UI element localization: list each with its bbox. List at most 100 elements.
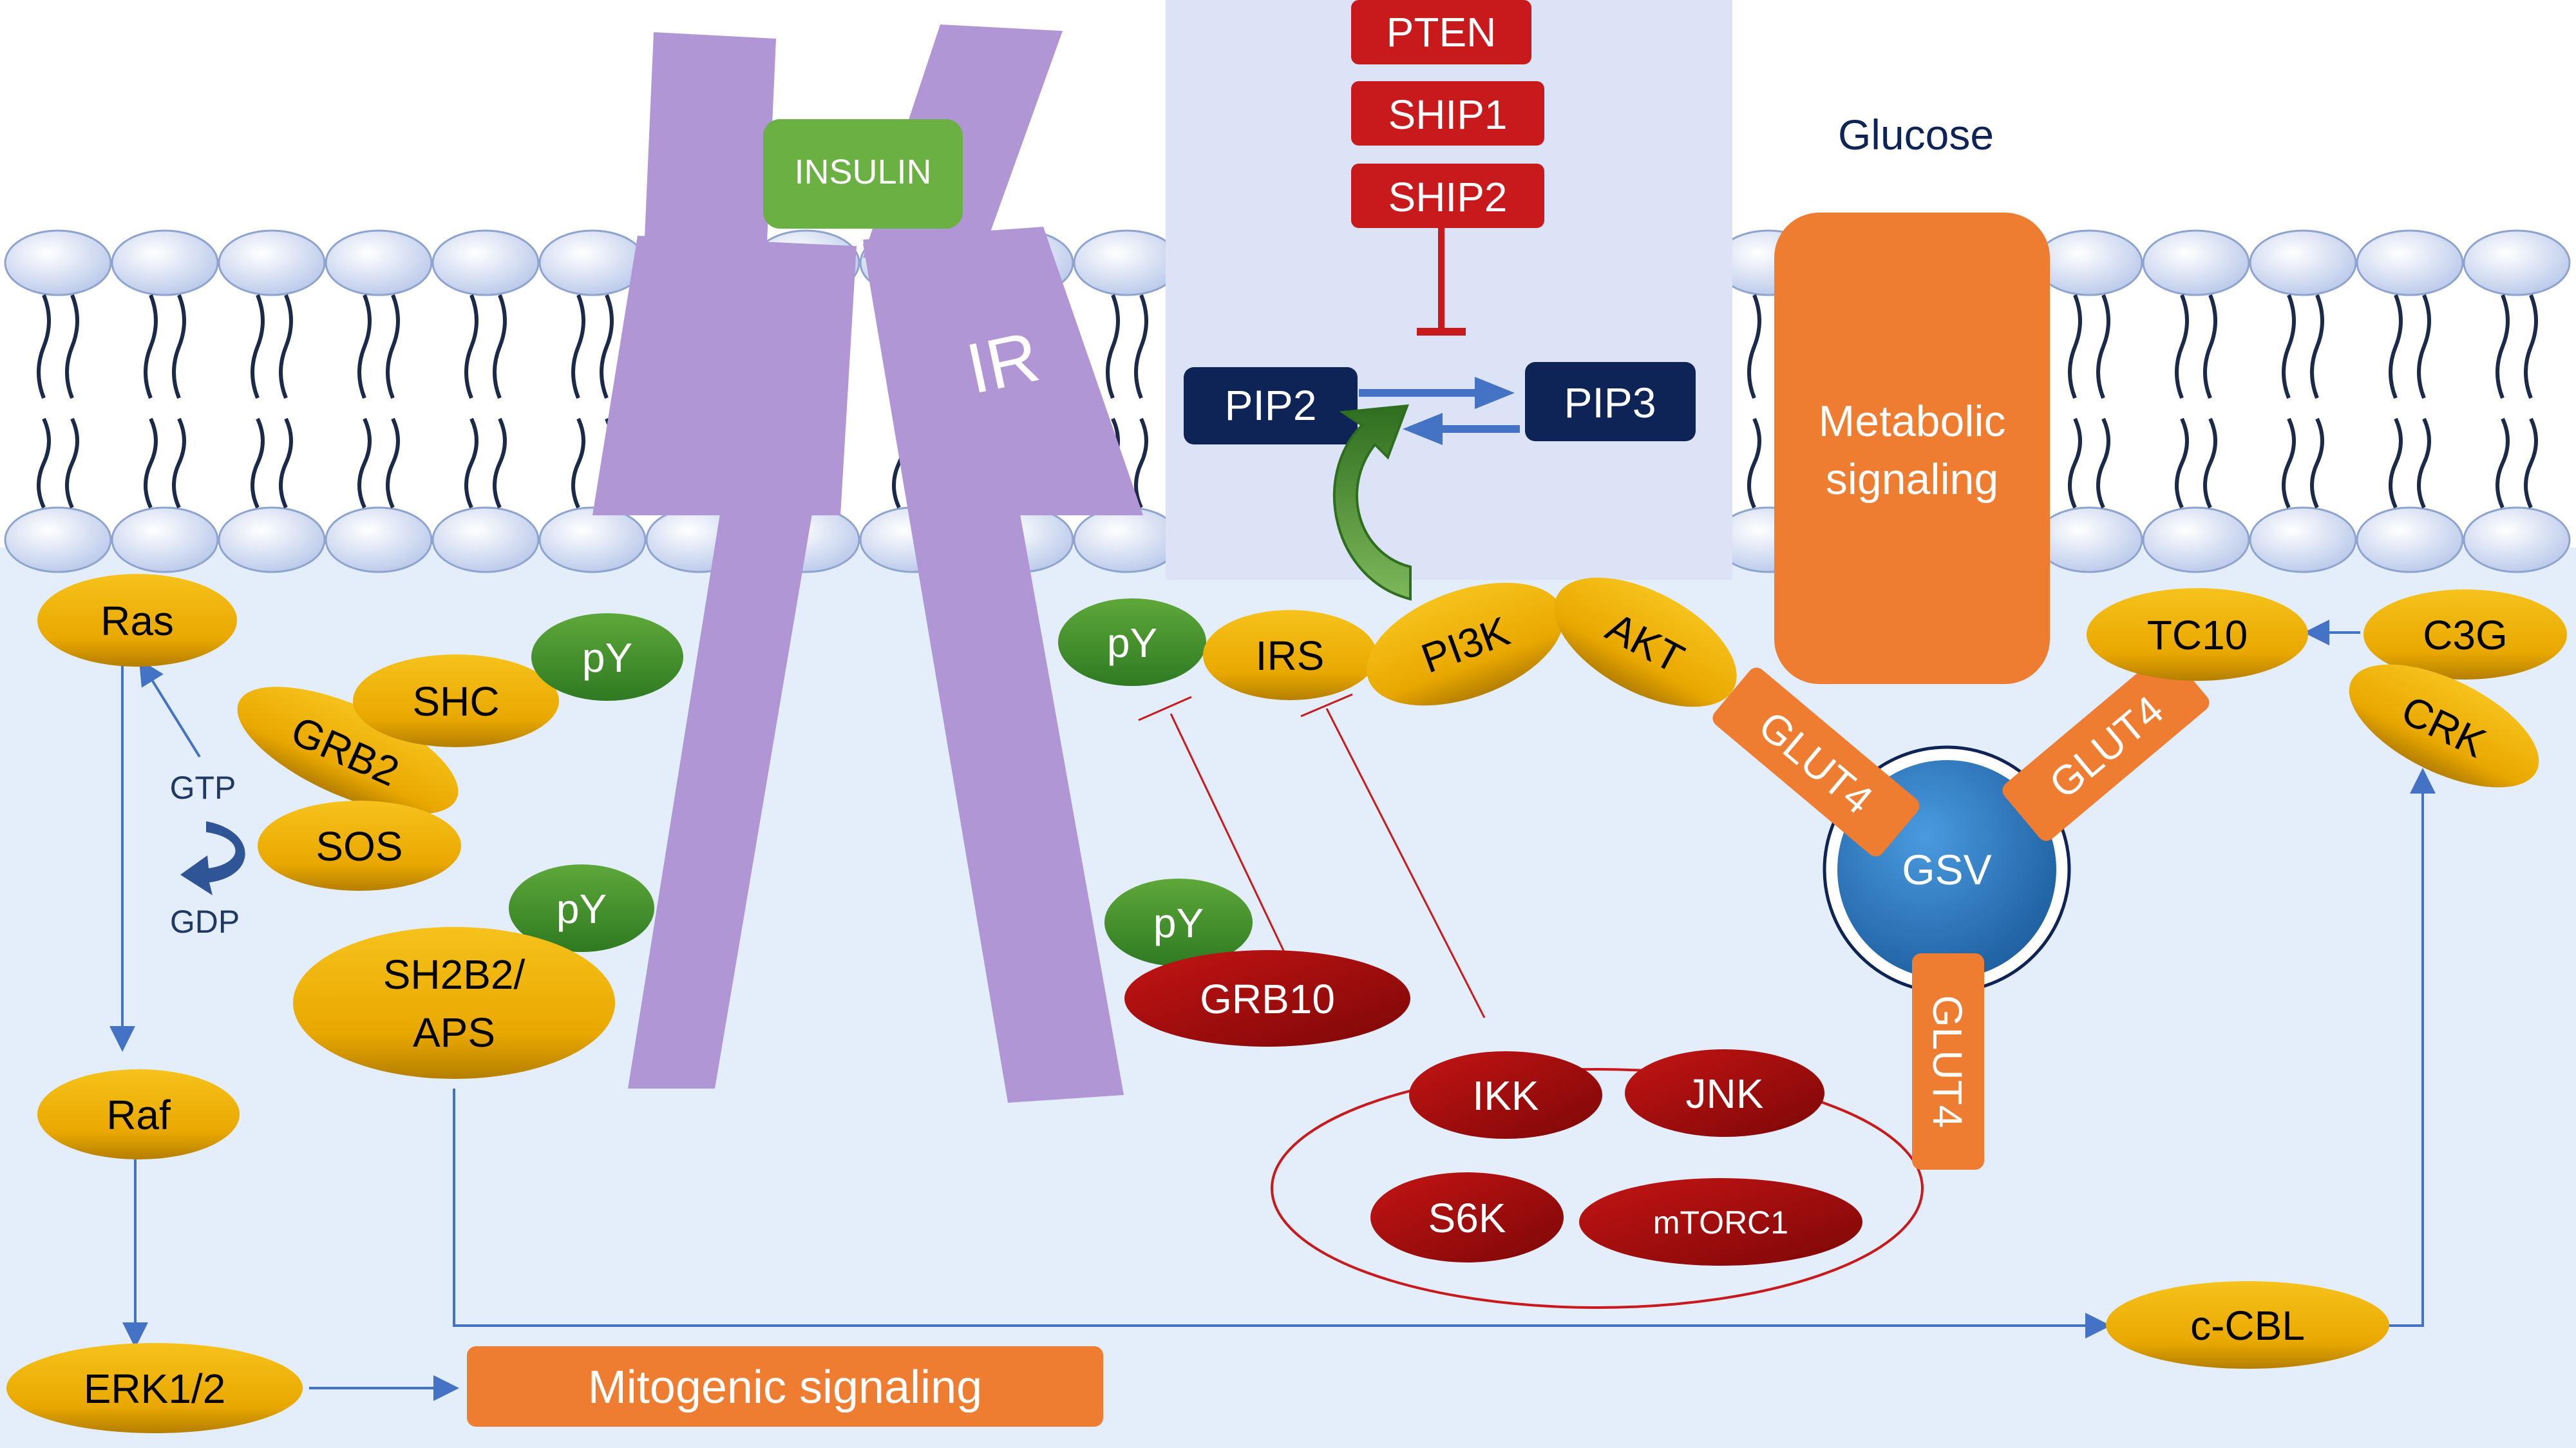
lipid-tail xyxy=(2203,417,2217,509)
pip3-to-pip2-arrowhead xyxy=(1403,413,1443,445)
crk-protein xyxy=(2349,664,2539,788)
lipid-head-inner xyxy=(218,506,326,573)
ir-label: IR xyxy=(960,317,1046,409)
kinases-inhibit-irs-bar xyxy=(1300,693,1353,718)
lipid-tail xyxy=(279,294,293,399)
grb2-protein xyxy=(237,687,459,814)
tc10-protein xyxy=(2087,588,2308,681)
lipid-head-inner xyxy=(2463,506,2571,573)
lipid-tail xyxy=(2389,294,2403,399)
lipid-tail xyxy=(571,417,585,509)
lipid-tail xyxy=(2389,417,2403,509)
lipid-tail xyxy=(2417,294,2431,399)
lipid-tail xyxy=(144,294,158,399)
lipid-head-outer xyxy=(431,229,540,296)
py-irs-site xyxy=(1058,598,1206,686)
glut4-right-box xyxy=(2002,652,2210,841)
shc-label: SHC xyxy=(412,678,499,725)
raf-protein xyxy=(37,1069,240,1159)
ship1-box xyxy=(1351,81,1544,146)
ccbl-protein xyxy=(2106,1281,2389,1369)
ikk-label: IKK xyxy=(1472,1072,1539,1119)
lipid-tail xyxy=(386,294,400,399)
ras-protein xyxy=(37,574,237,667)
tc10-label: TC10 xyxy=(2147,612,2248,658)
lipid-head-inner xyxy=(431,506,540,573)
py-irs-label: pY xyxy=(1107,620,1157,666)
lipid-tail xyxy=(1747,294,1761,399)
lipid-tail xyxy=(279,417,293,509)
irs-label: IRS xyxy=(1256,633,1325,679)
sh2b2-label-line1: SH2B2/ xyxy=(383,951,526,998)
lipid-tail xyxy=(2417,417,2431,509)
lipid-tail xyxy=(1134,294,1148,399)
lipid-tail xyxy=(2524,294,2538,399)
pip2-label: PIP2 xyxy=(1224,381,1316,429)
mtorc1-protein xyxy=(1579,1178,1862,1266)
lipid-tail xyxy=(2496,417,2510,509)
receptor-block-right xyxy=(863,227,1143,515)
lipid-tail xyxy=(1747,417,1761,509)
lipid-head-inner xyxy=(4,506,112,573)
lipid-tail xyxy=(37,417,51,509)
lipid-tail xyxy=(172,294,186,399)
lipid-head-outer xyxy=(2035,229,2143,296)
py-grb10-label: pY xyxy=(1153,900,1204,946)
lipid-tail xyxy=(2175,294,2189,399)
glut4-left-box xyxy=(1712,667,1920,857)
lipid-head-outer xyxy=(4,229,112,296)
lipid-tail xyxy=(357,417,372,509)
lipid-head-outer xyxy=(111,229,219,296)
gtp-gdp-cycle-arrow xyxy=(180,821,245,895)
ship2-box xyxy=(1351,164,1544,228)
py-aps-label: pY xyxy=(556,886,607,932)
lipid-tail xyxy=(2096,294,2110,399)
glucose-label: Glucose xyxy=(1838,111,1994,158)
lipid-tail xyxy=(2096,417,2110,509)
lipid-head-inner xyxy=(2142,506,2250,573)
py-aps-site xyxy=(509,864,654,952)
inhibition-lines xyxy=(1138,693,1486,1018)
gdp-label: GDP xyxy=(170,904,240,940)
irs-protein xyxy=(1203,610,1377,700)
insulin-ligand xyxy=(763,119,963,229)
lipid-tail xyxy=(386,417,400,509)
gtp-to-ras-arrow xyxy=(138,659,201,758)
lipid-tail xyxy=(2496,294,2510,399)
serine-kinase-group xyxy=(1271,1068,1924,1309)
aps-to-ccbl-arrow xyxy=(453,1089,2111,1338)
lipid-tail xyxy=(571,294,585,399)
lipid-tail xyxy=(493,417,507,509)
lipid-head-inner xyxy=(111,506,219,573)
grb10-label: GRB10 xyxy=(1200,976,1335,1022)
gtp-label: GTP xyxy=(170,770,236,806)
erk-label: ERK1/2 xyxy=(84,1366,226,1412)
lipid-tail xyxy=(2068,417,2082,509)
c3g-protein xyxy=(2363,589,2567,680)
lipid-head-inner xyxy=(1073,506,1181,573)
lipid-tail xyxy=(493,294,507,399)
s6k-label: S6K xyxy=(1428,1195,1506,1241)
insulin-receptor: IR xyxy=(592,24,1143,1103)
lipid-tail xyxy=(2175,417,2189,509)
mitogenic-signaling-box xyxy=(467,1346,1103,1427)
lipid-head-outer xyxy=(538,229,647,296)
lipid-head-inner xyxy=(325,506,433,573)
lipid-tail xyxy=(2310,417,2324,509)
grb10-inhibits-py-line xyxy=(1170,713,1299,981)
lipid-tail xyxy=(2068,294,2082,399)
grb10-inhibits-py-bar xyxy=(1138,696,1192,721)
lipid-head-outer xyxy=(1073,229,1181,296)
lipid-head-inner xyxy=(2035,506,2143,573)
pip3-label: PIP3 xyxy=(1564,379,1656,426)
mitogenic-label: Mitogenic signaling xyxy=(588,1362,982,1413)
lipid-tail xyxy=(1134,417,1148,509)
lipid-tail xyxy=(172,417,186,509)
sh2b2-label-line2: APS xyxy=(413,1009,495,1056)
py-grb10-site xyxy=(1104,879,1253,966)
lipid-tail xyxy=(464,294,478,399)
pi3k-activation-curved-arrow xyxy=(1332,404,1412,601)
lipid-tail xyxy=(65,417,79,509)
shc-protein xyxy=(353,654,559,747)
glut4-bottom-box xyxy=(1912,953,1984,1170)
